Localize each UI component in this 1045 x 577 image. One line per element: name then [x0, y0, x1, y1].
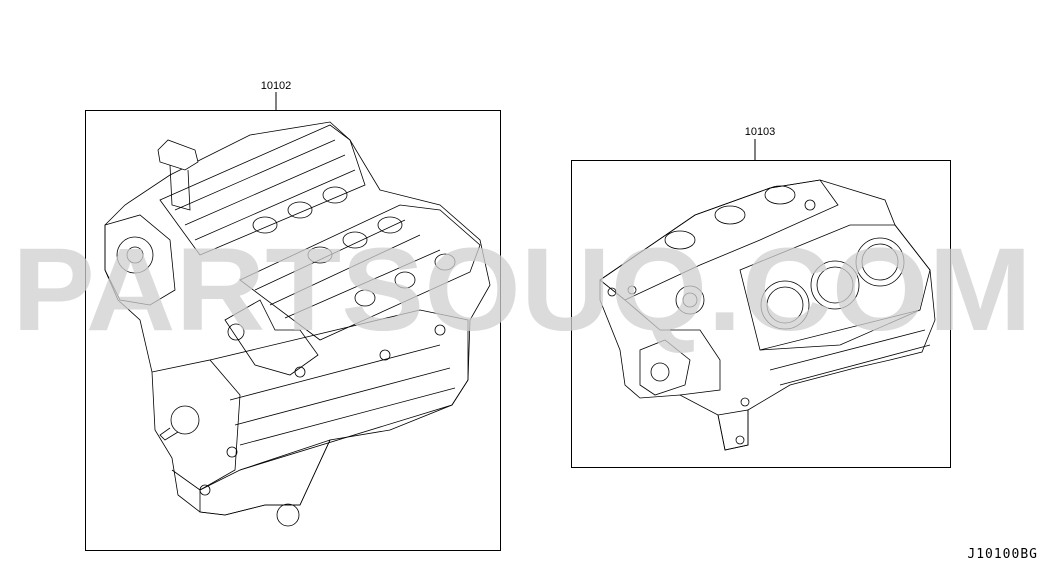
oil-filler-neck [169, 164, 191, 211]
pulley-icon [116, 236, 154, 274]
crank-nose [159, 427, 179, 441]
deck-left [599, 179, 839, 301]
mount-foot [717, 409, 749, 451]
bolt [226, 446, 238, 458]
coil-boss [394, 271, 416, 289]
crank-bore [675, 285, 705, 315]
oil-pump-housing [639, 339, 691, 396]
part-group-10103: 10103 [571, 126, 951, 468]
figure-code: J10100BG [967, 547, 1038, 562]
frame-10103 [571, 160, 951, 468]
pulley-hub [126, 246, 144, 264]
bore-inner [861, 243, 899, 281]
cylinder-bore-large [760, 280, 810, 330]
valve-cover-right [239, 204, 481, 341]
intake-port [252, 216, 278, 234]
bore-inner [816, 266, 854, 304]
intake-port [342, 231, 368, 249]
intake-port [322, 186, 348, 204]
exhaust-port [227, 323, 245, 341]
exhaust-manifold [224, 299, 319, 376]
bolt [735, 435, 745, 445]
bolt [294, 366, 306, 378]
crank-bore-inner [682, 292, 698, 308]
valve-cover-right-ribs [254, 219, 441, 319]
intake-port [307, 246, 333, 264]
engine-outline [104, 121, 491, 516]
intake-port [377, 216, 403, 234]
cylinder-bore [764, 185, 796, 205]
front-face [599, 279, 721, 396]
intake-port [287, 201, 313, 219]
block-ribs-short [759, 309, 931, 386]
crank-flange [170, 405, 200, 435]
drain-plug [276, 503, 300, 527]
bolt [434, 324, 446, 336]
bolt [379, 349, 391, 361]
bolt [627, 285, 637, 295]
bore-inner [766, 286, 804, 324]
engine-assembly-drawing[interactable] [104, 121, 491, 527]
watermark-text: PARTSOUQ.COM [12, 224, 1032, 356]
short-block-drawing[interactable] [599, 179, 936, 451]
part-group-10102: 10102 [85, 80, 501, 551]
callout-label-10102: 10102 [261, 80, 292, 92]
bolt [199, 484, 211, 496]
pump-outlet [650, 362, 670, 382]
callout-label-10103: 10103 [745, 126, 776, 138]
oil-filler-cap [157, 139, 199, 171]
valve-cover-left [159, 124, 366, 256]
frame-10102 [85, 110, 501, 551]
cylinder-bore [664, 230, 696, 250]
block-outline [599, 179, 936, 451]
valve-cover-ribs [174, 139, 356, 241]
front-block [151, 359, 241, 491]
bolt [804, 199, 816, 211]
block-side [209, 309, 469, 471]
bolt [607, 287, 617, 297]
coil-boss [354, 289, 376, 307]
timing-cover [104, 214, 176, 306]
cylinder-bore-large [855, 237, 905, 287]
block-ribs [229, 344, 456, 446]
coil-boss [434, 253, 456, 271]
cylinder-bore [714, 205, 746, 225]
oil-pan [199, 439, 331, 516]
cylinder-bore-large [810, 260, 860, 310]
deck-right [739, 224, 931, 351]
bolt [740, 397, 750, 407]
